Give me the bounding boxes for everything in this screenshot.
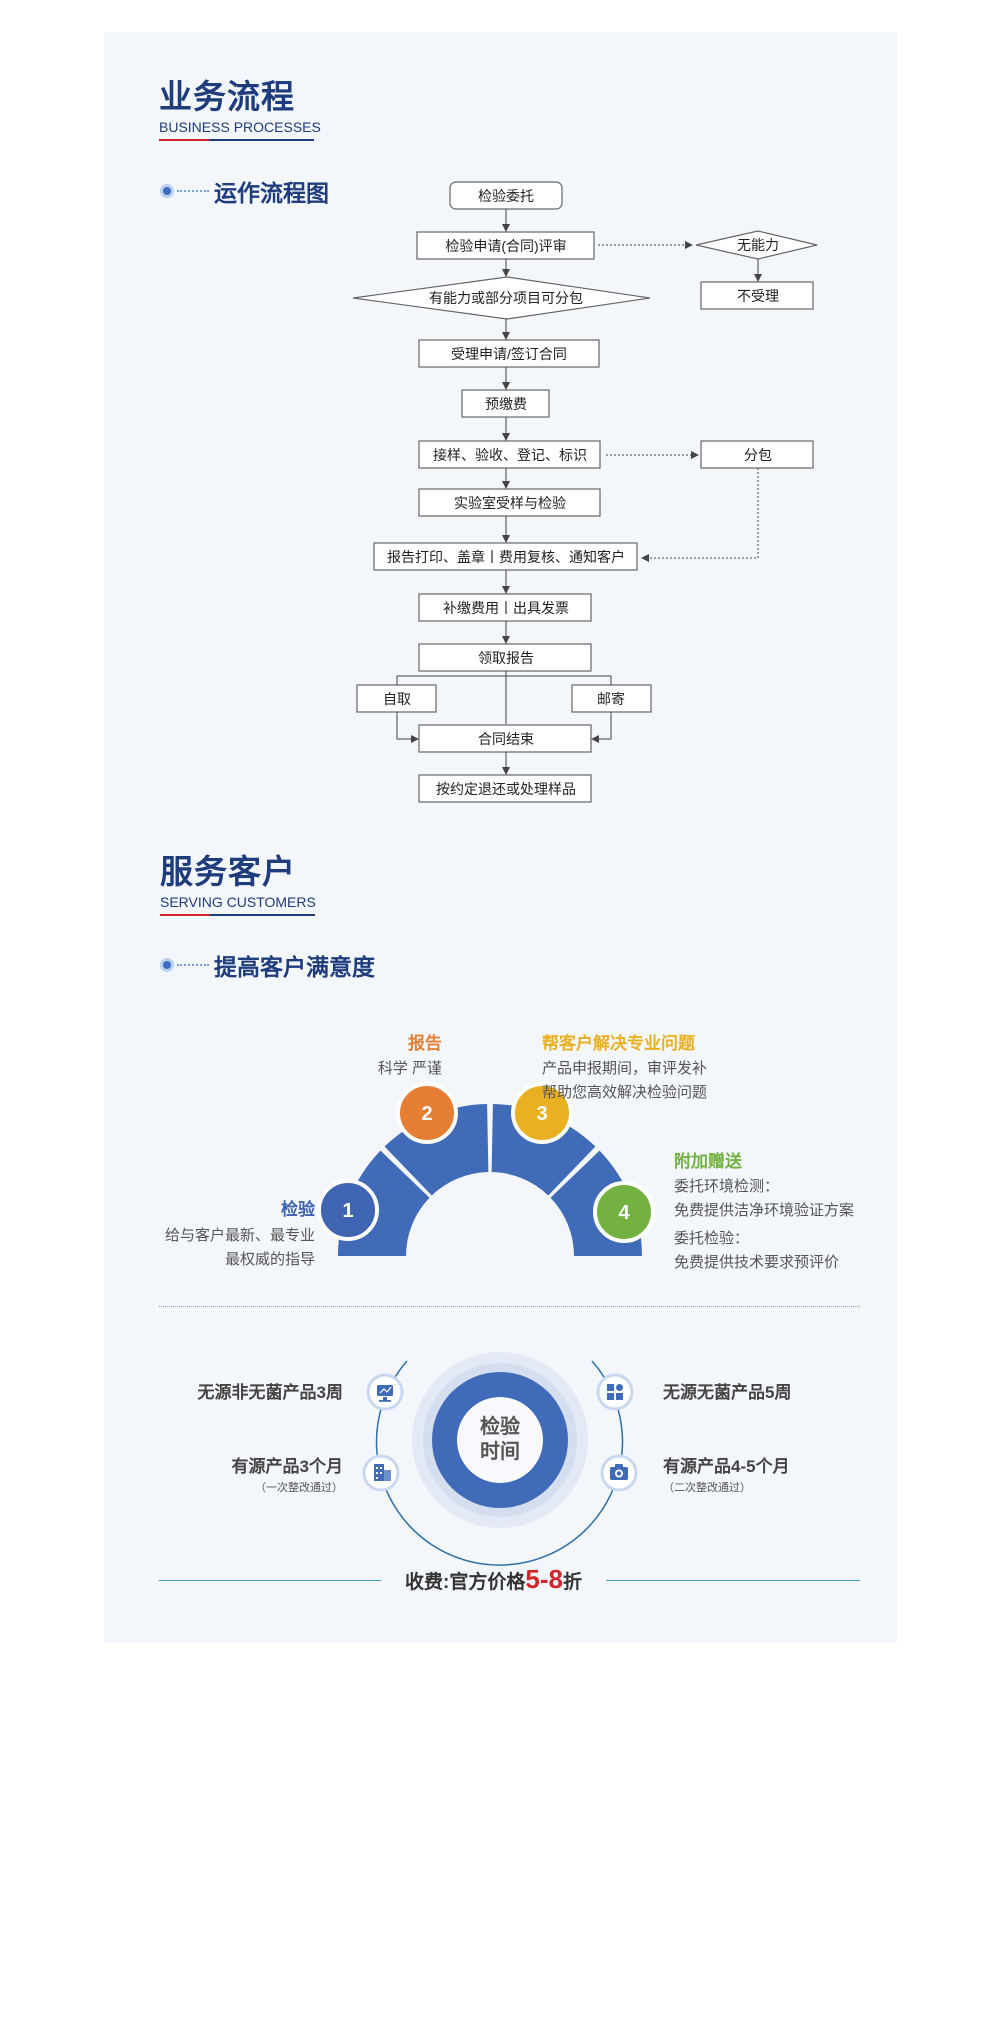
item-2-line-1: 科学 严谨 [378, 1060, 442, 1077]
flow-node-self-pick [356, 684, 437, 713]
item-4-line-3: 委托检验： [674, 1230, 749, 1247]
number-circle-4 [593, 1181, 655, 1243]
timing-center-line-2: 时间 [480, 1440, 520, 1463]
flow-label-6: 接样、验收、登记、标识 [433, 447, 587, 463]
building-icon [362, 1454, 400, 1492]
timing-diagram: 检验 时间 无源非无菌产品3周 有源产品3个月 无源无菌产品5周 有源 [197, 1352, 791, 1566]
number-label-1: 1 [342, 1200, 353, 1222]
flow-node-review [416, 231, 595, 260]
fee-line-left [159, 1580, 381, 1581]
item-3-line-2: 帮助您高效解决检验问题 [542, 1084, 707, 1101]
flow-label-reject: 不受理 [737, 288, 779, 304]
section-business-processes-title: 业务流程 BUSINESS PROCESSES [159, 78, 321, 141]
flow-label-11: 自取 [383, 691, 411, 707]
number-circle-2 [396, 1082, 458, 1144]
camera-icon [600, 1454, 638, 1492]
section-title-cn: 业务流程 [159, 78, 295, 115]
flow-label-14: 按约定退还或处理样品 [436, 781, 576, 797]
process-flowchart: 检验委托 检验申请(合同)评审 有能力或部分项目可分包 受理申请/签订合同 预缴… [352, 181, 818, 803]
fee-value: 5-8 [525, 1564, 563, 1594]
item-1-line-2: 最权威的指导 [225, 1251, 315, 1268]
dotted-divider [159, 1306, 860, 1307]
bullet-icon [160, 184, 174, 198]
number-label-3: 3 [536, 1103, 547, 1125]
flow-label-7: 实验室受样与检验 [454, 495, 566, 511]
flow-label-subcontract: 分包 [744, 447, 772, 463]
flow-node-return-sample [418, 774, 592, 803]
flow-node-prepay [461, 389, 550, 418]
item-title-3: 帮客户解决专业问题 [542, 1033, 696, 1053]
number-circle-3 [511, 1082, 573, 1144]
number-label-2: 2 [421, 1103, 432, 1125]
flow-label-12: 邮寄 [597, 691, 625, 707]
timing-right-bottom: 有源产品4-5个月 [663, 1456, 790, 1476]
subtitle-satisfaction: 提高客户满意度 [160, 950, 375, 980]
flow-label-4: 受理申请/签订合同 [451, 346, 567, 362]
bullet-icon [160, 958, 174, 972]
fee-text: 收费:官方价格5-8折 [381, 1563, 606, 1600]
number-label-4: 4 [618, 1202, 630, 1224]
flow-node-lab [418, 488, 601, 517]
timing-right-top: 无源无菌产品5周 [662, 1382, 791, 1402]
subtitle-text: 运作流程图 [214, 180, 329, 206]
item-title-4: 附加赠送 [674, 1151, 743, 1171]
flow-node-invoice [418, 593, 592, 622]
timing-right-note: （二次整改通过） [663, 1480, 751, 1494]
flow-label-8: 报告打印、盖章丨费用复核、通知客户 [387, 549, 625, 565]
fee-suffix: 折 [562, 1572, 582, 1593]
timing-left-bottom: 有源产品3个月 [232, 1456, 343, 1476]
flow-node-subcontract [700, 440, 814, 469]
flow-label-no-capacity: 无能力 [737, 237, 779, 253]
item-4-line-1: 委托环境检测： [674, 1177, 779, 1195]
number-circle-1 [317, 1179, 379, 1241]
timing-center-line-1: 检验 [480, 1414, 520, 1438]
timing-left-note: （一次整改通过） [255, 1480, 343, 1494]
item-3-line-1: 产品申报期间，审评发补 [542, 1060, 707, 1077]
item-4-line-4: 免费提供技术要求预评价 [674, 1254, 839, 1270]
flow-label-1: 检验委托 [478, 188, 534, 204]
fee-prefix: 收费:官方价格 [405, 1572, 526, 1593]
item-4-line-2: 免费提供洁净环境验证方案 [674, 1201, 854, 1219]
fee-line-right [606, 1580, 860, 1581]
flow-label-13: 合同结束 [478, 731, 534, 747]
flow-node-reject [700, 281, 814, 310]
flow-node-contract-end [418, 724, 592, 753]
section-serving-customers-title: 服务客户 SERVING CUSTOMERS [160, 853, 316, 916]
flow-node-sample [418, 440, 601, 469]
item-title-1: 检验 [281, 1199, 316, 1219]
apps-icon [596, 1373, 634, 1411]
flow-node-accept [418, 339, 600, 368]
flow-node-decision [352, 276, 651, 320]
number-circles: 1 2 3 4 [317, 1082, 655, 1243]
subtitle-flowchart: 运作流程图 [160, 176, 329, 206]
flow-label-9: 补缴费用丨出具发票 [443, 600, 569, 616]
flow-label-2: 检验申请(合同)评审 [445, 238, 566, 254]
satisfaction-diagram: 1 2 3 4 检验 报告 帮客户解决专业问题 附加赠送 给与客户最新、最专业 最权威… [165, 1033, 854, 1270]
flow-node-no-capacity [695, 230, 818, 260]
timing-left-top: 无源非无菌产品3周 [197, 1382, 343, 1402]
section-title-cn: 服务客户 [160, 853, 296, 890]
subtitle-text: 提高客户满意度 [214, 954, 375, 980]
section-title-en: BUSINESS PROCESSES [159, 119, 321, 135]
item-1-line-1: 给与客户最新、最专业 [165, 1227, 315, 1244]
title-underline [160, 914, 315, 916]
timing-arc [375, 1360, 624, 1566]
flow-node-get-report [418, 643, 592, 672]
arc-segments [338, 1104, 642, 1256]
flow-label-5: 预缴费 [485, 396, 527, 412]
flow-label-10: 领取报告 [478, 650, 534, 666]
timing-core [457, 1397, 543, 1483]
flow-label-3: 有能力或部分项目可分包 [429, 290, 583, 306]
title-underline [159, 139, 314, 141]
item-title-2: 报告 [408, 1033, 442, 1053]
section-title-en: SERVING CUSTOMERS [160, 894, 316, 910]
monitor-icon [366, 1373, 404, 1411]
flow-node-report-print [373, 542, 638, 571]
